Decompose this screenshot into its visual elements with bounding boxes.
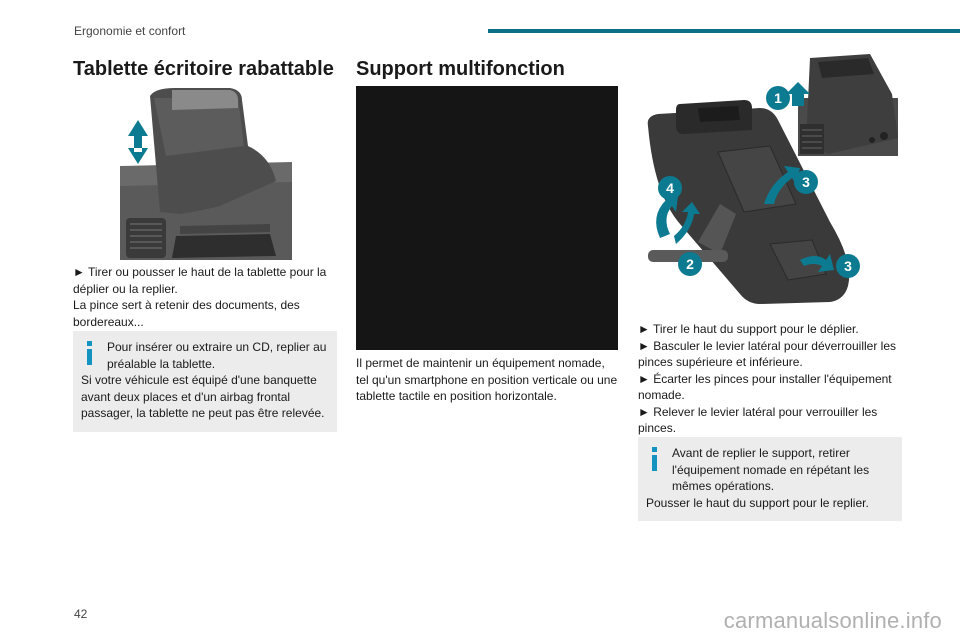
inset-detail [798, 54, 898, 156]
arrow-down-right-icon [800, 254, 834, 272]
svg-text:2: 2 [686, 256, 694, 272]
svg-text:4: 4 [666, 180, 674, 196]
tablette-instruction: ► Tirer ou pousser le haut de la tablett… [73, 265, 327, 296]
support-image-placeholder [356, 86, 618, 350]
support-multifonction-illustration: 1 3 4 2 3 [640, 54, 902, 312]
info-icon [87, 341, 92, 365]
arrow-up-icon [786, 82, 810, 106]
watermark: carmanualsonline.info [723, 608, 942, 633]
arrow-rotate-icon [656, 194, 678, 238]
callout-3-top: 3 [794, 170, 818, 194]
section-support: Support multifonction [356, 56, 618, 82]
section-tablette: Tablette écritoire rabattable [73, 56, 339, 82]
info-support-line1: Avant de replier le support, retirer l'é… [672, 446, 870, 493]
step-4: ► Relever le levier latéral pour verroui… [638, 404, 878, 436]
svg-text:3: 3 [802, 174, 810, 190]
svg-text:1: 1 [774, 90, 782, 106]
svg-text:3: 3 [844, 258, 852, 274]
callout-1: 1 [766, 86, 790, 110]
section-tablette-title: Tablette écritoire rabattable [73, 58, 334, 80]
step-1: ► Tirer le haut du support pour le dépli… [638, 322, 859, 336]
page-number: 42 [74, 607, 88, 621]
info-box-support: Avant de replier le support, retirer l'é… [638, 437, 902, 521]
step-2: ► Basculer le levier latéral pour déverr… [638, 338, 896, 370]
header-section-title: Ergonomie et confort [74, 24, 186, 38]
info-box-tablette: Pour insérer ou extraire un CD, replier … [73, 331, 337, 432]
arrow-curve-icon [764, 166, 800, 204]
support-description: Il permet de maintenir un équipement nom… [356, 356, 618, 403]
info-icon [652, 447, 657, 471]
section-support-title: Support multifonction [356, 58, 565, 80]
callout-2: 2 [678, 252, 702, 276]
info-support-line2: Pousser le haut du support pour le repli… [646, 495, 869, 510]
tablette-illustration [120, 86, 292, 260]
step-3: ► Écarter les pinces pour installer l'éq… [638, 371, 892, 403]
header-accent-bar [488, 29, 960, 33]
double-arrow-icon [128, 120, 148, 164]
callout-4: 4 [658, 176, 682, 200]
arrow-rotate-icon-2 [674, 202, 700, 244]
tablette-pince-text: La pince sert à retenir des documents, d… [73, 298, 300, 329]
info-tablette-line1: Pour insérer ou extraire un CD, replier … [107, 340, 327, 371]
info-tablette-line2: Si votre véhicule est équipé d'une banqu… [81, 373, 325, 420]
support-steps: ► Tirer le haut du support pour le dépli… [638, 321, 902, 437]
callout-3-bottom: 3 [836, 254, 860, 278]
